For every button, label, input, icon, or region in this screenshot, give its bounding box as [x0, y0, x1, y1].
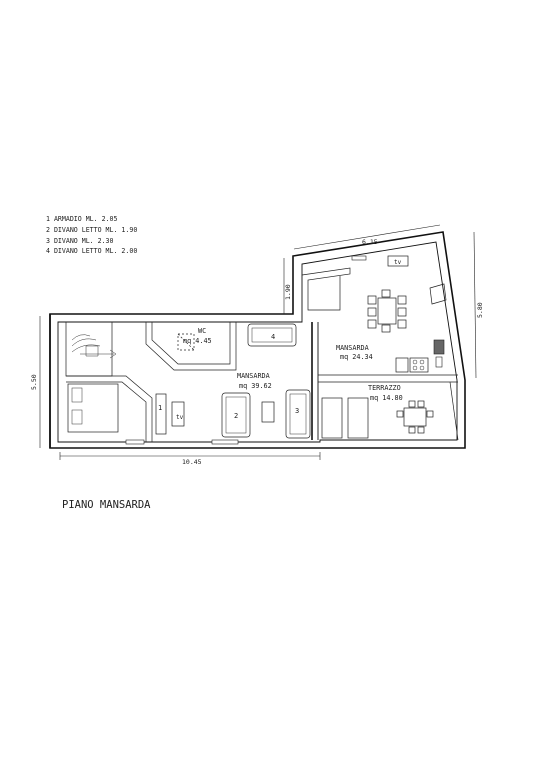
terrace-table	[403, 407, 427, 427]
dim-step-height: 1.90	[284, 284, 292, 300]
divano	[285, 389, 311, 439]
sink	[395, 357, 409, 373]
room-mansarda-main-name: MANSARDA	[237, 372, 270, 380]
floor-title: PIANO MANSARDA	[62, 499, 151, 511]
dim-bottom-width: 10.45	[182, 458, 202, 466]
armadio	[155, 393, 167, 435]
furniture-legend: 1 ARMADIO ML. 2.05 2 DIVANO LETTO ML. 1.…	[46, 215, 137, 255]
room-mansarda-right-name: MANSARDA	[336, 344, 369, 352]
bed	[67, 383, 119, 433]
furniture-label-4: 4	[271, 333, 275, 341]
tv-label-left: tv	[176, 414, 184, 421]
legend-item-2: 2 DIVANO LETTO ML. 1.90	[46, 226, 137, 234]
dim-right-height: 5.80	[476, 302, 484, 318]
divano-letto-small	[221, 392, 251, 438]
room-wc-area: mq 4.45	[183, 337, 212, 345]
room-mansarda-main-area: mq 39.62	[239, 382, 272, 390]
dimension-lines: 6.15 1.90 5.80 5.50 10.45	[30, 224, 484, 466]
furniture-label-3: 3	[295, 407, 299, 415]
dim-left-height: 5.50	[30, 374, 38, 390]
divano-letto-large	[247, 323, 297, 347]
stove	[409, 357, 429, 373]
legend-item-4: 4 DIVANO LETTO ML. 2.00	[46, 247, 137, 255]
windows	[125, 255, 445, 445]
room-terrazzo-name: TERRAZZO	[368, 384, 401, 392]
tv-left	[171, 401, 185, 427]
legend-item-3: 3 DIVANO ML. 2.30	[46, 237, 114, 245]
room-wc-name: WC	[198, 327, 206, 335]
table	[261, 401, 275, 423]
furniture-label-1: 1	[158, 404, 162, 412]
kitchen-unit	[429, 283, 447, 305]
tv-label-right: tv	[394, 259, 402, 266]
tv-right	[387, 255, 409, 267]
lounger-left	[321, 397, 343, 439]
room-terrazzo-area: mq 14.80	[370, 394, 403, 402]
exterior-walls	[49, 231, 466, 449]
dim-top-right: 6.15	[362, 238, 378, 246]
lounger-right	[347, 397, 369, 439]
dining-table	[377, 297, 397, 325]
furniture-label-2: 2	[234, 412, 238, 420]
room-labels: WC mq 4.45 MANSARDA mq 39.62 MANSARDA mq…	[183, 327, 403, 402]
interior-walls	[65, 267, 459, 442]
furniture: 1 tv 2 3 4	[67, 255, 447, 439]
room-mansarda-right-area: mq 24.34	[340, 353, 373, 361]
legend-item-1: 1 ARMADIO ML. 2.05	[46, 215, 117, 223]
